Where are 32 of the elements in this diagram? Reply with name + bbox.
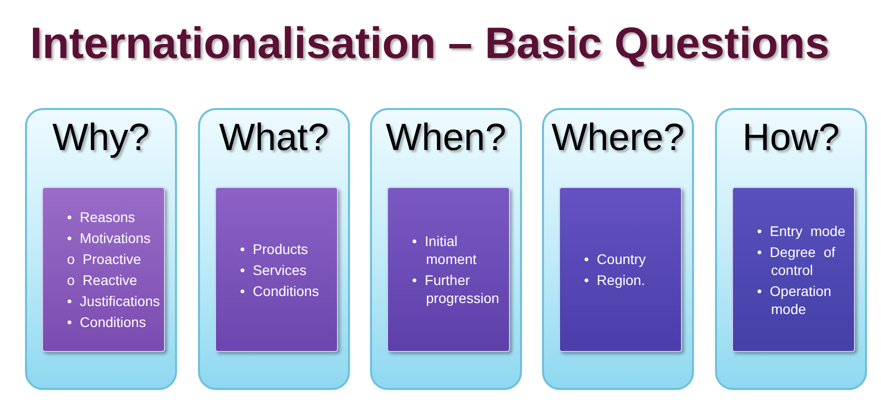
content-box xyxy=(42,187,165,352)
question-card xyxy=(542,108,694,390)
card-heading: How? xyxy=(741,116,841,161)
list-item: • Reasons xyxy=(67,208,136,226)
list-item: • Initial moment xyxy=(412,232,478,268)
list-item: o Reactive xyxy=(67,271,138,289)
question-card xyxy=(198,108,350,390)
list-item: • Degree of control xyxy=(757,242,836,278)
list-item: • Services xyxy=(240,260,308,278)
card-heading: Why? xyxy=(51,116,151,161)
question-card xyxy=(370,108,522,390)
title: Internationalisation – Basic Questions xyxy=(30,18,830,70)
question-card xyxy=(25,108,177,390)
list-item: • Products xyxy=(240,240,310,258)
list-item: • Entry mode xyxy=(757,222,846,240)
content-box xyxy=(559,187,682,352)
list-item: • Further progression xyxy=(412,271,500,307)
list-item: • Country xyxy=(584,250,647,268)
card-heading: Where? xyxy=(550,116,686,161)
content-box xyxy=(387,187,510,352)
list-item: • Conditions xyxy=(67,313,147,331)
list-item: • Conditions xyxy=(240,282,320,300)
list-item: • Justifications xyxy=(67,292,160,310)
list-item: • Motivations xyxy=(67,229,152,247)
list-item: o Proactive xyxy=(67,250,142,268)
card-heading: What? xyxy=(218,116,330,161)
question-card xyxy=(715,108,867,390)
list-item: • Operation mode xyxy=(757,282,832,318)
content-box xyxy=(215,187,338,352)
list-item: • Region. xyxy=(584,271,646,289)
card-heading: When? xyxy=(384,116,508,161)
content-box xyxy=(732,187,855,352)
